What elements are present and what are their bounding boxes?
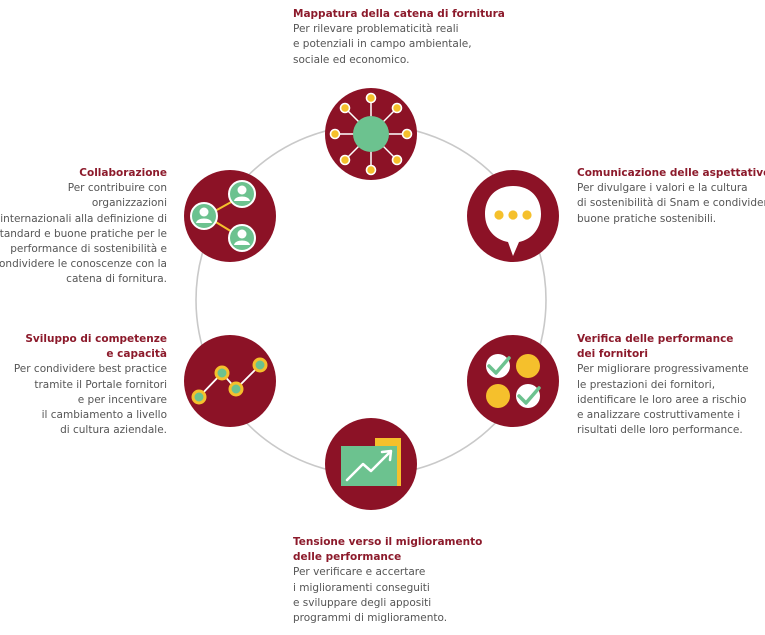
collaborazione-desc-line: catena di fornitura.: [66, 273, 167, 286]
collaborazione-desc-line: performance di sostenibilità e: [10, 243, 167, 256]
verifica-title: dei fornitori: [577, 348, 648, 361]
collaborazione-desc-line: standard e buone pratiche per le: [0, 227, 167, 240]
mappatura-desc-line: Per rilevare problematicità reali: [293, 23, 459, 36]
growth-path-icon: [184, 335, 276, 427]
sviluppo-text: Sviluppo di competenze e capacità Per co…: [14, 332, 167, 438]
tensione-node: [325, 418, 417, 510]
mappatura-desc-line: e potenziali in campo ambientale,: [293, 38, 472, 51]
comunicazione-desc-line: di sostenibilità di Snam e condividere: [577, 197, 765, 210]
mappatura-title: Mappatura della catena di fornitura: [293, 8, 505, 20]
network-hub-icon: [325, 88, 417, 180]
checklist-icon: [467, 335, 559, 427]
sviluppo-node: [184, 335, 276, 427]
sviluppo-desc-line: di cultura aziendale.: [60, 424, 167, 437]
tensione-text: Tensione verso il miglioramento delle pe…: [293, 535, 482, 626]
mappatura-node: [325, 88, 417, 180]
tensione-desc-line: programmi di miglioramento.: [293, 612, 448, 625]
sviluppo-desc-line: e per incentivare: [77, 393, 167, 406]
speech-bubble-icon: [467, 170, 559, 262]
collaborazione-text: Collaborazione Per contribuire con organ…: [0, 166, 167, 288]
verifica-desc-line: e analizzare costruttivamente i: [577, 409, 741, 422]
comunicazione-text: Comunicazione delle aspettative Per divu…: [577, 166, 765, 227]
verifica-text: Verifica delle performance dei fornitori…: [577, 332, 749, 438]
sviluppo-desc-line: tramite il Portale fornitori: [34, 378, 167, 391]
tensione-title: Tensione verso il miglioramento: [293, 536, 483, 548]
sviluppo-desc-line: il cambiamento a livello: [41, 409, 167, 422]
verifica-node: [467, 335, 559, 427]
verifica-title: Verifica delle performance: [577, 333, 734, 345]
collaborazione-desc-line: condividere le conoscenze con la: [0, 258, 167, 271]
sviluppo-desc-line: Per condividere best practice: [13, 363, 167, 376]
collaborazione-desc-line: organizzazioni: [91, 197, 167, 210]
comunicazione-desc-line: Per divulgare i valori e la cultura: [577, 182, 748, 195]
sviluppo-title: Sviluppo di competenze: [25, 333, 167, 345]
tensione-title: delle performance: [293, 551, 402, 564]
comunicazione-title: Comunicazione delle aspettative: [577, 167, 765, 179]
trend-folder-icon: [325, 418, 417, 510]
collaborazione-desc-line: Per contribuire con: [67, 182, 167, 195]
mappatura-text: Mappatura della catena di fornitura Per …: [293, 7, 505, 68]
verifica-desc-line: Per migliorare progressivamente: [577, 363, 749, 376]
collaborazione-node: [184, 170, 276, 262]
verifica-desc-line: identificare le loro aree a rischio: [577, 393, 747, 406]
tensione-desc-line: e sviluppare degli appositi: [293, 596, 432, 609]
verifica-desc-line: le prestazioni dei fornitori,: [577, 378, 716, 391]
sviluppo-title: e capacità: [106, 348, 167, 361]
tensione-desc-line: i miglioramenti conseguiti: [293, 581, 430, 594]
verifica-desc-line: risultati delle loro performance.: [577, 424, 743, 437]
comunicazione-desc-line: buone pratiche sostenibili.: [577, 212, 717, 225]
collaborazione-title: Collaborazione: [79, 167, 167, 179]
tensione-desc-line: Per verificare e accertare: [293, 566, 426, 579]
collaborazione-desc-line: internazionali alla definizione di: [0, 212, 167, 225]
people-network-icon: [184, 170, 276, 262]
mappatura-desc-line: sociale ed economico.: [293, 53, 410, 66]
comunicazione-node: [467, 170, 559, 262]
